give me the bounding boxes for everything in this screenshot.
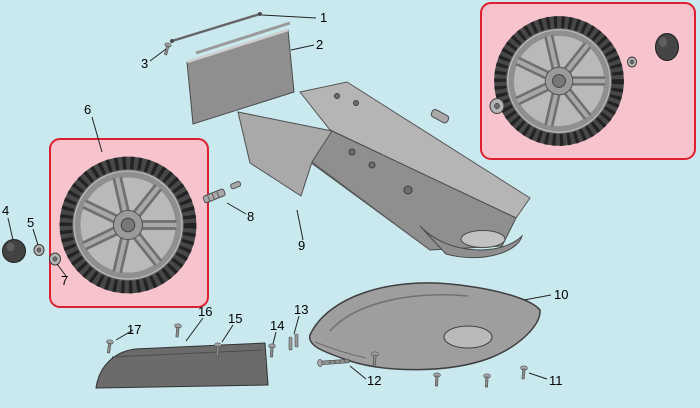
bolt-12	[317, 358, 350, 367]
washer-5	[33, 244, 45, 256]
part-label-2: 2	[316, 37, 323, 52]
screw-17	[106, 339, 114, 354]
part-label-3: 3	[141, 56, 148, 71]
part-label-11: 11	[549, 373, 563, 388]
part-label-14: 14	[270, 318, 284, 333]
washer-small-top-right	[627, 56, 637, 68]
wheel-top-right	[494, 16, 624, 146]
part-label-12: 12	[367, 373, 381, 388]
leader-lines	[7, 14, 552, 380]
pins-13	[288, 333, 299, 351]
chassis-pin-cylinder	[430, 109, 450, 124]
washer-top-right	[489, 98, 505, 114]
lower-cover	[309, 282, 541, 371]
chassis-assembly	[237, 81, 531, 259]
screw-16	[174, 323, 182, 338]
axle-rod	[170, 12, 262, 43]
part-label-13: 13	[294, 302, 308, 317]
screws	[106, 323, 528, 388]
hub-cap-top-right	[655, 33, 679, 61]
screw-15	[214, 342, 222, 357]
washer-7	[49, 252, 61, 266]
screw-11	[520, 365, 528, 380]
panel-screw	[164, 42, 172, 56]
tire-tread	[59, 156, 197, 294]
part-label-5: 5	[27, 215, 34, 230]
chassis-top-plate	[299, 81, 531, 219]
part-label-4: 4	[2, 203, 9, 218]
part-label-6: 6	[84, 102, 91, 117]
part-label-7: 7	[61, 273, 68, 288]
part-label-9: 9	[298, 238, 305, 253]
chassis-bottom-tray	[419, 225, 523, 259]
screw-14	[268, 343, 276, 358]
panel-plate	[186, 21, 295, 125]
part-label-15: 15	[228, 311, 242, 326]
bolt-8	[202, 181, 242, 204]
mud-flap	[95, 342, 269, 389]
chassis-left-bracket	[237, 111, 333, 197]
part-label-8: 8	[247, 209, 254, 224]
part-labels: 1 2 3 4 5 6 7 8 9 10 11 12 13 14 15 16 1…	[2, 10, 568, 388]
chassis-oval-hole	[460, 230, 506, 248]
part-label-1: 1	[320, 10, 327, 25]
part-label-16: 16	[198, 304, 212, 319]
wheel-left	[59, 156, 197, 294]
part-label-17: 17	[127, 322, 141, 337]
hub-cap-left	[2, 239, 26, 263]
tire-tread	[494, 16, 624, 146]
part-label-10: 10	[554, 287, 568, 302]
cover-oval-hole	[443, 325, 493, 349]
